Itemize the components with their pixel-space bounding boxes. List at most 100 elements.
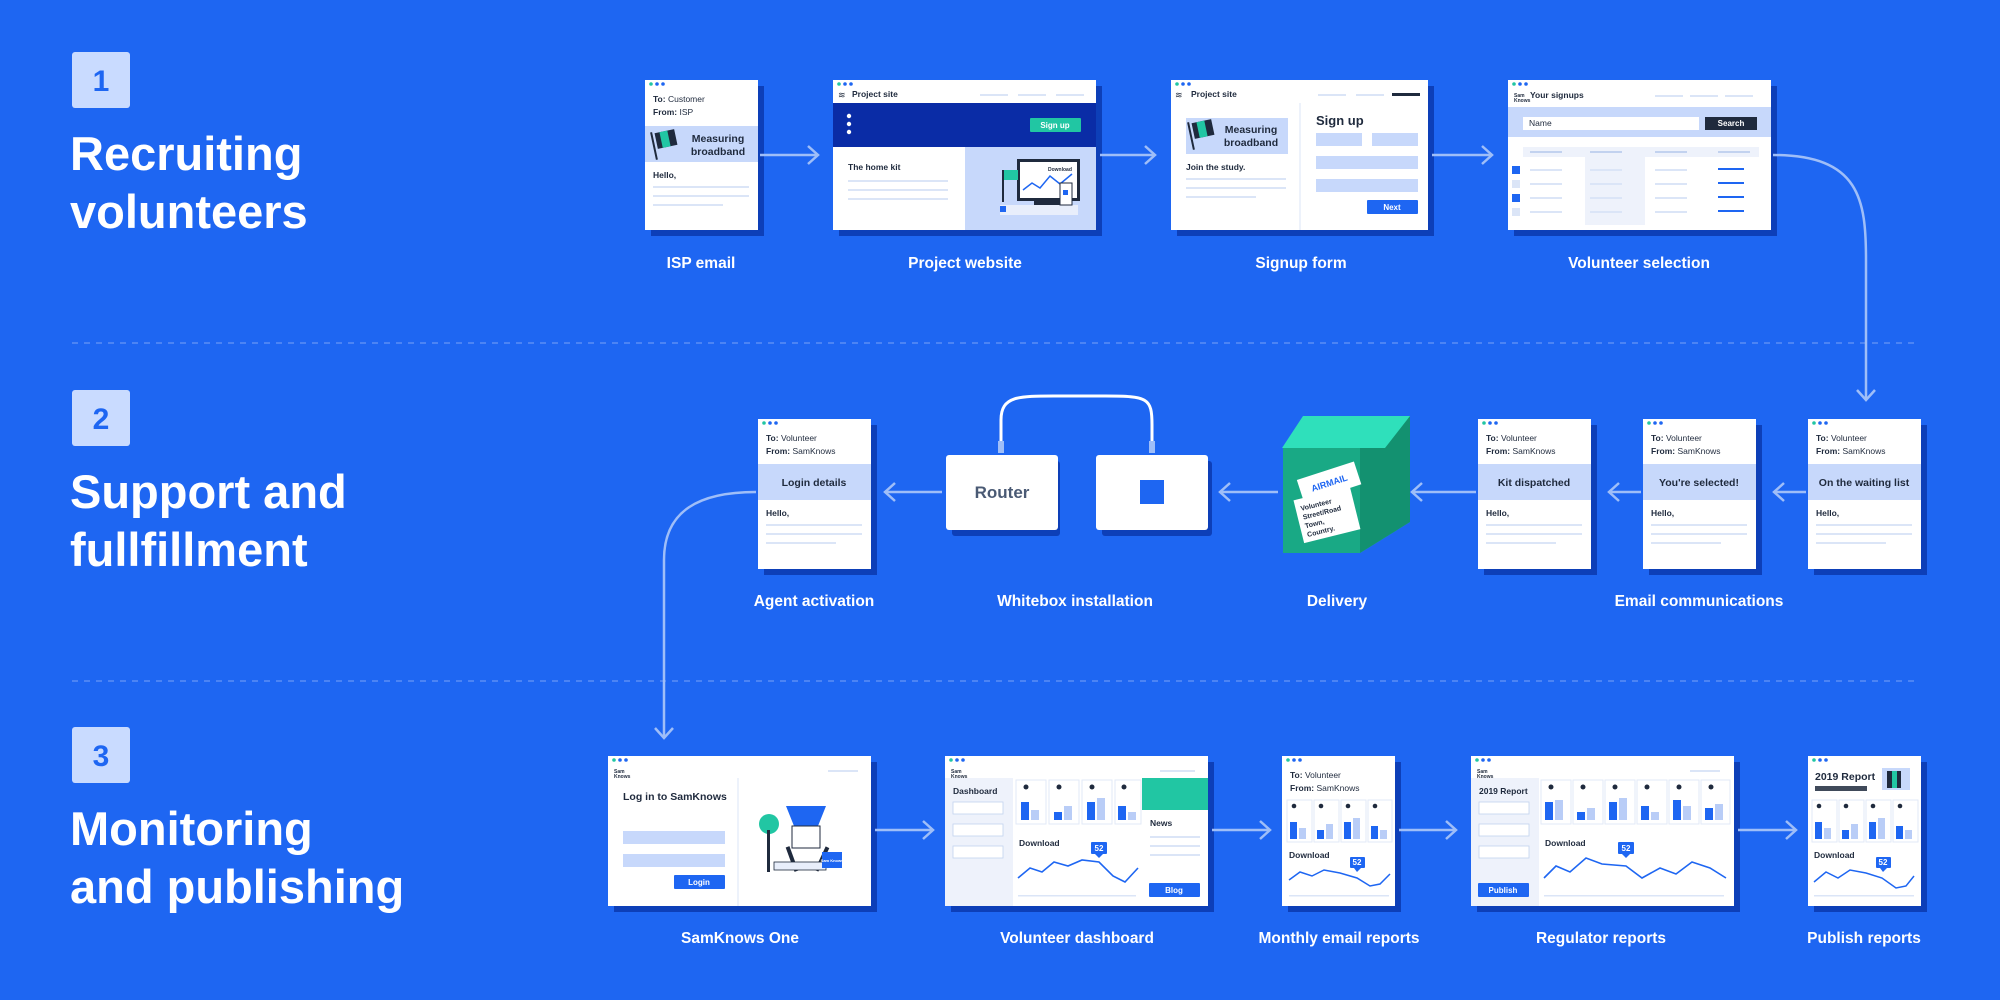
svg-text:Download: Download <box>1048 167 1072 173</box>
svg-text:Hello,: Hello, <box>1486 508 1509 518</box>
svg-text:Sam: Sam <box>1477 769 1488 775</box>
flag-icon <box>1187 119 1215 150</box>
dashboard-news: News <box>1150 818 1172 828</box>
dashboard-mini-bars <box>1015 779 1142 825</box>
dashboard-download: Download <box>1019 838 1060 848</box>
isp-email-card: To: Customer From: ISP Measuring broadba… <box>645 80 764 236</box>
signup-form-title: Sign up <box>1316 113 1364 128</box>
samknows-one-heading: Log in to SamKnows <box>623 791 727 803</box>
isp-email-heading-line1: Measuring <box>692 133 745 145</box>
svg-text:From: SamKnows: From: SamKnows <box>766 446 835 456</box>
login-email-heading: Login details <box>782 477 847 489</box>
svg-text:Sam: Sam <box>1514 93 1525 99</box>
project-website-kit: The home kit <box>848 162 901 172</box>
waiting-email-heading: On the waiting list <box>1819 477 1910 489</box>
publish-report-card: 2019 Report Download 52 <box>1808 756 1927 912</box>
svg-text:To: Volunteer: To: Volunteer <box>1651 433 1702 443</box>
whitebox-installation: Router <box>946 394 1212 536</box>
caption-isp-email: ISP email <box>667 255 736 272</box>
regulator-report-card: Sam Knows 2019 Report Publish Download <box>1471 756 1740 912</box>
flag-icon <box>650 129 678 160</box>
svg-text:Sign up: Sign up <box>1040 121 1069 130</box>
project-website-card: Project site ≋ Sign up The home kit Down… <box>833 80 1102 236</box>
svg-text:From: SamKnows: From: SamKnows <box>1816 446 1885 456</box>
caption-samknows-one: SamKnows One <box>681 930 799 947</box>
section-1-title-line1: Recruiting <box>70 127 302 180</box>
section-3-title-line2: and publishing <box>70 860 404 913</box>
kit-dispatched-email-card: To: Volunteer From: SamKnows Kit dispatc… <box>1478 419 1597 575</box>
svg-text:Blog: Blog <box>1165 886 1183 895</box>
login-details-email-card: To: Volunteer From: SamKnows Login detai… <box>758 419 877 575</box>
volunteer-selection-header: Your signups <box>1530 90 1584 100</box>
publish-download: Download <box>1814 850 1855 860</box>
section-2-title-line1: Support and <box>70 465 347 518</box>
svg-text:Hello,: Hello, <box>1651 508 1674 518</box>
monthly-email-report-card: To: Volunteer From: SamKnows Download 52 <box>1282 756 1401 912</box>
signup-form-site: Project site <box>1191 89 1237 99</box>
section-1-number: 1 <box>93 65 110 98</box>
router-device <box>946 455 1058 530</box>
svg-text:Next: Next <box>1383 203 1401 212</box>
caption-agent-activation: Agent activation <box>754 593 875 610</box>
svg-text:52: 52 <box>1095 844 1104 853</box>
caption-project-website: Project website <box>908 255 1022 272</box>
svg-text:To: Customer: To: Customer <box>653 94 705 104</box>
project-website-signup-button <box>1030 118 1081 132</box>
caption-delivery: Delivery <box>1307 593 1368 610</box>
volunteer-selection-card: Sam Knows Your signups Name Search <box>1508 80 1777 236</box>
signup-form-next-button <box>1367 200 1418 214</box>
svg-text:Hello,: Hello, <box>1816 508 1839 518</box>
section-2-title-line2: fullfillment <box>70 523 308 576</box>
svg-text:Knows: Knows <box>614 774 631 780</box>
caption-volunteer-selection: Volunteer selection <box>1568 255 1710 272</box>
svg-text:Knows: Knows <box>1477 774 1494 780</box>
monitor-illustration: Download <box>1000 159 1080 215</box>
caption-volunteer-dashboard: Volunteer dashboard <box>1000 930 1154 947</box>
svg-text:To: Volunteer: To: Volunteer <box>1486 433 1537 443</box>
svg-text:To: Volunteer: To: Volunteer <box>1816 433 1867 443</box>
regulator-mini-bars <box>1540 779 1731 825</box>
svg-text:Publish: Publish <box>1489 886 1518 895</box>
svg-text:From: SamKnows: From: SamKnows <box>1486 446 1555 456</box>
svg-text:52: 52 <box>1879 858 1888 867</box>
svg-text:Login: Login <box>688 878 710 887</box>
installer-illustration: Sam Knows <box>759 806 844 872</box>
caption-signup-form: Signup form <box>1255 255 1346 272</box>
signup-form-heading-line1: Measuring <box>1225 124 1278 136</box>
caption-publish-reports: Publish reports <box>1807 930 1921 947</box>
project-website-site: Project site <box>852 89 898 99</box>
isp-email-heading-line2: broadband <box>691 146 745 158</box>
svg-text:52: 52 <box>1622 844 1631 853</box>
section-1-header: 1 Recruiting volunteers <box>70 52 308 238</box>
wifi-icon: ≋ <box>1175 90 1183 100</box>
router-label: Router <box>975 483 1030 502</box>
caption-regulator-reports: Regulator reports <box>1536 930 1666 947</box>
section-1-title-line2: volunteers <box>70 185 308 238</box>
monthly-mini-bars <box>1286 799 1393 843</box>
volunteer-dashboard-card: Sam Knows Dashboard News Blog Download 5… <box>945 756 1214 912</box>
dashboard-blog-button <box>1149 883 1200 897</box>
svg-text:From: SamKnows: From: SamKnows <box>1290 783 1359 793</box>
svg-text:Hello,: Hello, <box>766 508 789 518</box>
section-3-number: 3 <box>93 740 110 773</box>
svg-text:From: SamKnows: From: SamKnows <box>1651 446 1720 456</box>
samknows-one-card: Sam Knows Log in to SamKnows Login Sam K… <box>608 756 877 912</box>
section-2-header: 2 Support and fullfillment <box>70 390 347 576</box>
selected-email-card: To: Volunteer From: SamKnows You're sele… <box>1643 419 1762 575</box>
caption-email-communications: Email communications <box>1615 593 1784 610</box>
section-3-title-line1: Monitoring <box>70 802 313 855</box>
regulator-download: Download <box>1545 838 1586 848</box>
samknows-one-login-button <box>674 875 725 889</box>
svg-text:Sam: Sam <box>951 769 962 775</box>
publish-report-title: 2019 Report <box>1815 771 1876 783</box>
signup-form-card: ≋ Project site Measuring broadband Join … <box>1171 80 1434 236</box>
svg-text:From: ISP: From: ISP <box>653 107 693 117</box>
regulator-publish-button <box>1478 883 1529 897</box>
svg-text:Knows: Knows <box>951 774 968 780</box>
publish-mini-bars <box>1811 799 1919 843</box>
selected-email-heading: You're selected! <box>1659 477 1739 489</box>
svg-text:52: 52 <box>1353 858 1362 867</box>
svg-text:Knows: Knows <box>1514 98 1531 104</box>
caption-whitebox-installation: Whitebox installation <box>997 593 1153 610</box>
